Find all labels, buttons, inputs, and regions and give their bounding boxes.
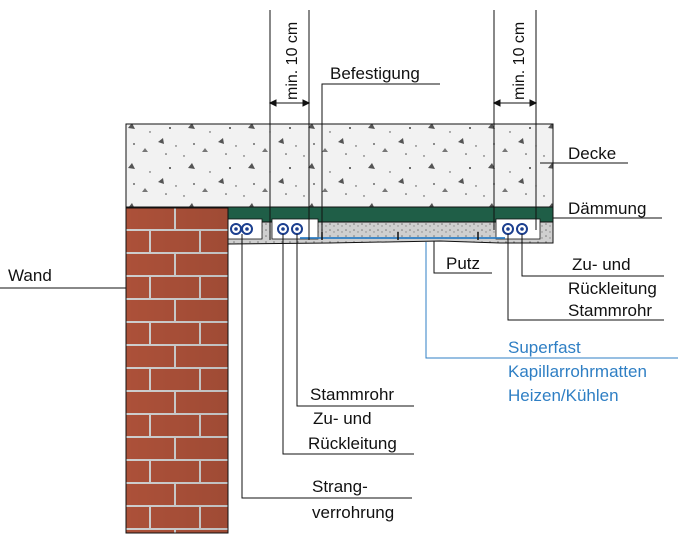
plaster-label: Putz: [446, 254, 480, 273]
left-supply-label-2: Rückleitung: [308, 434, 397, 453]
dimension-left: [268, 10, 311, 240]
left-supply-label-1: Zu- und: [313, 409, 372, 428]
insulation-label: Dämmung: [568, 199, 646, 218]
right-supply-label-2: Rückleitung: [568, 279, 657, 298]
leader-left-main: [296, 234, 414, 407]
ceiling-slab: [125, 123, 554, 208]
ceiling-label: Decke: [568, 144, 616, 163]
right-main-pipe: [502, 223, 514, 235]
product-label-3: Heizen/Kühlen: [508, 386, 619, 405]
leader-plaster: [433, 241, 492, 274]
leader-fastening: [321, 83, 440, 234]
left-riser-pipe: [230, 223, 242, 235]
right-supply-label-1: Zu- und: [572, 255, 631, 274]
leader-right-main: [507, 234, 664, 321]
leader-left-supply: [282, 234, 414, 455]
leader-product: [425, 242, 678, 359]
dimension-right: [492, 10, 538, 230]
right-supply-pipe: [516, 223, 528, 235]
left-supply-pipe-1: [241, 223, 253, 235]
left-main-label: Stammrohr: [310, 385, 394, 404]
product-label-2: Kapillarrohrmatten: [508, 362, 647, 381]
wall-label: Wand: [8, 266, 52, 285]
riser-label-2: verrohrung: [312, 503, 394, 522]
right-main-label: Stammrohr: [568, 301, 652, 320]
mid-main-pipe: [277, 223, 289, 235]
leader-riser: [241, 234, 412, 499]
riser-label-1: Strang-: [312, 477, 368, 496]
mid-supply-pipe: [291, 223, 303, 235]
brick-wall-shade: [126, 208, 228, 533]
dimension-right-label: min. 10 cm: [511, 22, 528, 100]
product-label-1: Superfast: [508, 338, 581, 357]
fastening-label: Befestigung: [330, 64, 420, 83]
dimension-left-label: min. 10 cm: [284, 22, 301, 100]
leader-right-supply: [521, 234, 664, 277]
